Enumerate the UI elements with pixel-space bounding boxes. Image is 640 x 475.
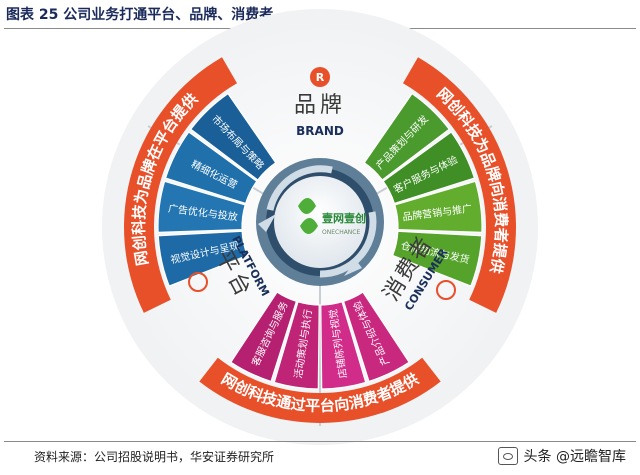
bottom-rule	[4, 441, 636, 442]
logo-text: 壹网壹创	[322, 211, 366, 225]
hub-center	[274, 176, 366, 268]
brand-r-icon	[310, 67, 330, 87]
segment-group: 视觉设计与呈现广告优化与投放精细化运营市场布局与策略产品策划与研发客户服务与体验…	[157, 92, 483, 390]
watermark: 头条 @远瞻智库	[497, 446, 626, 466]
person-icon	[436, 280, 456, 300]
brand-zh-label: 品牌	[294, 93, 346, 118]
cart-icon	[188, 272, 208, 292]
camera-icon	[497, 447, 518, 465]
cycle-arrow	[266, 165, 333, 211]
bottom-segment	[229, 291, 298, 383]
right-band	[403, 57, 516, 313]
cycle-arrow	[319, 211, 377, 278]
bottom-segment	[320, 301, 367, 390]
left-segment	[164, 131, 258, 205]
right-segment	[382, 131, 476, 205]
brand-r-letter: R	[316, 71, 325, 84]
right-segment	[363, 92, 451, 181]
right-segment	[391, 230, 483, 287]
bottom-segment	[273, 301, 320, 390]
source-note: 资料来源：公司招股说明书，华安证券研究所	[34, 450, 275, 464]
logo-subtext: ONECHANCE	[322, 229, 360, 236]
watermark-text: 头条 @远瞻智库	[523, 449, 626, 465]
left-segment	[157, 230, 249, 287]
left-band	[123, 57, 237, 313]
logo-leaf-icon	[298, 198, 318, 234]
arrow-head-icon	[344, 260, 362, 276]
brand-en-label: BRAND	[296, 124, 344, 138]
left-segment	[157, 180, 246, 233]
left-segment	[189, 92, 277, 181]
right-segment	[394, 180, 483, 233]
arrow-head-icon	[258, 214, 276, 232]
figure-title: 图表 25 公司业务打通平台、品牌、消费者	[6, 7, 274, 23]
bottom-band	[199, 357, 441, 423]
bottom-segment	[342, 291, 411, 383]
